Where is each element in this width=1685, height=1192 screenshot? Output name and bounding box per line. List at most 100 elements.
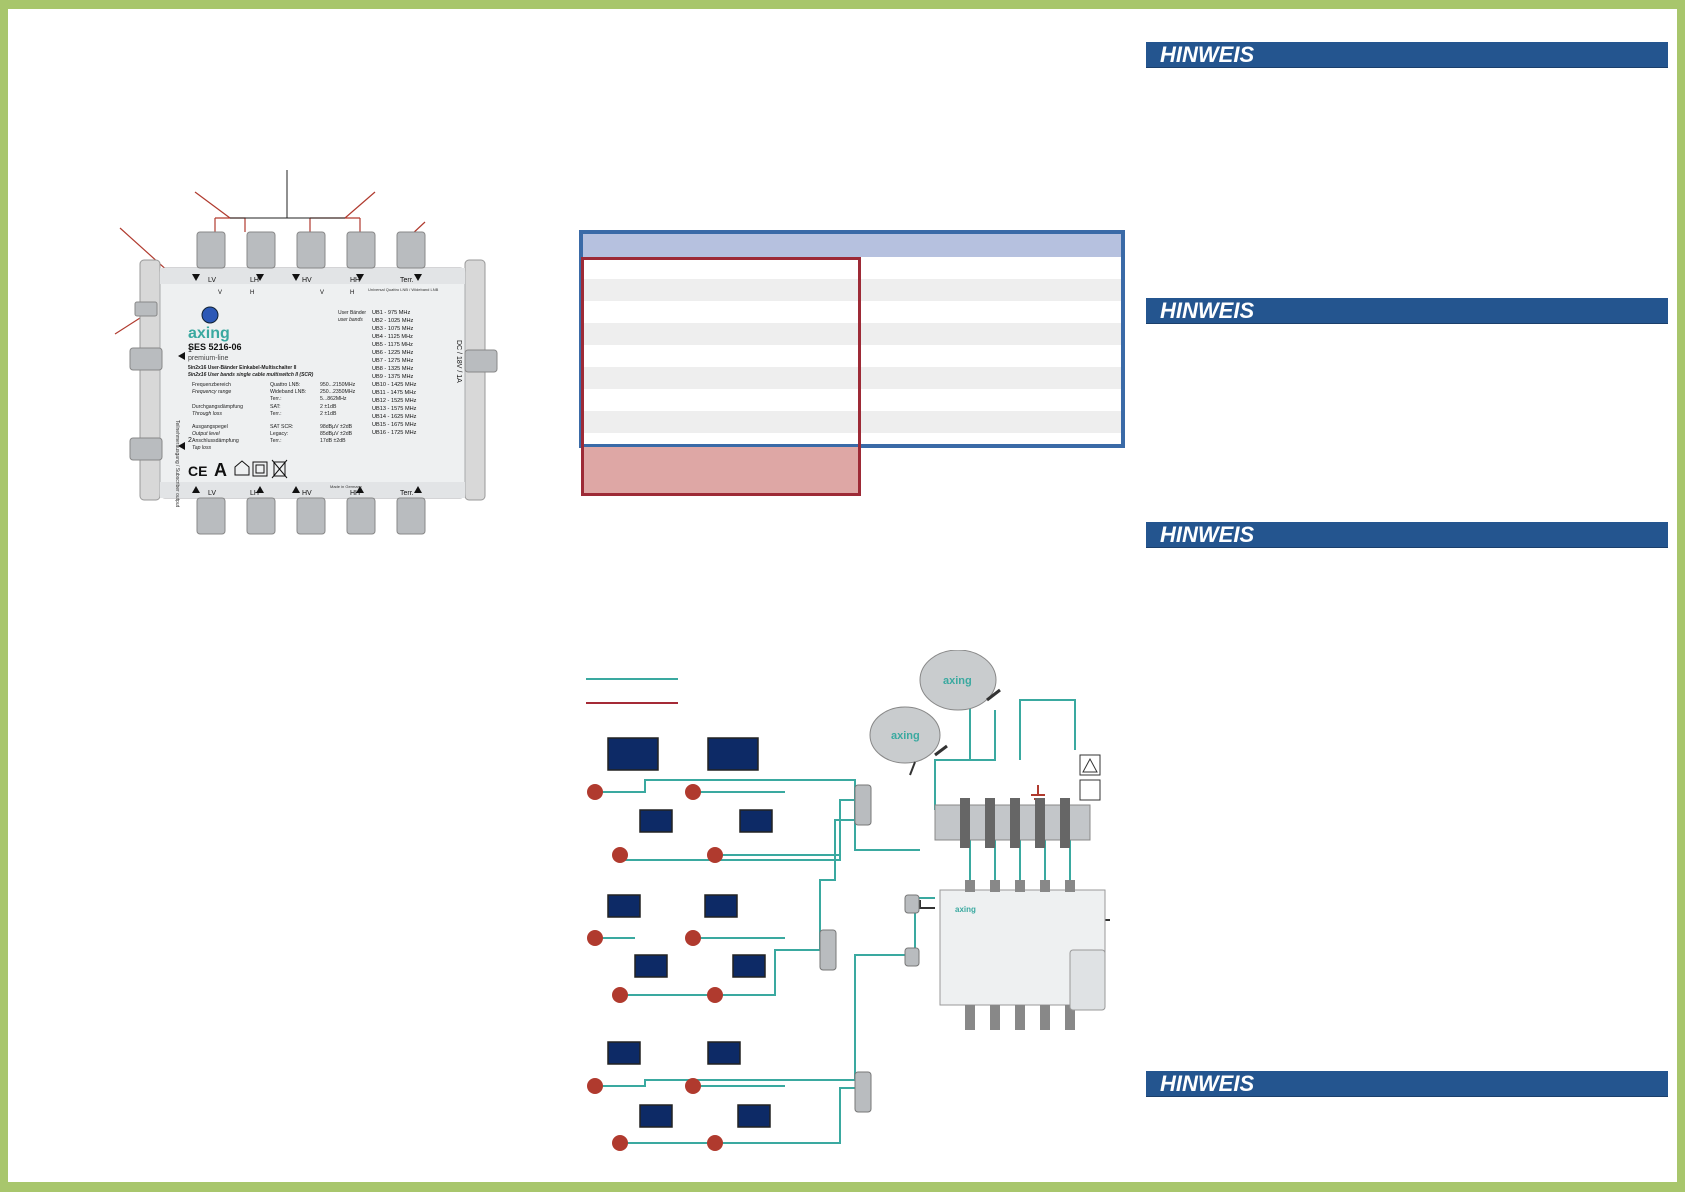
spec-loss-k1: SAT: <box>270 404 281 410</box>
splitter <box>854 784 872 826</box>
spec-freq-label: Frequenzbereich <box>192 382 231 388</box>
splitter <box>904 947 920 967</box>
output-label-lv: LV <box>208 490 216 497</box>
made-in-label: Made in Germany <box>330 484 362 489</box>
user-band-7: UB7 - 1275 MHz <box>372 358 414 364</box>
multiswitch-device-illustration: axing SES 5216-06 premium-line 5in2x16 U… <box>114 170 498 535</box>
notice-heading-1: HINWEIS <box>1146 42 1668 68</box>
table-header <box>583 234 1121 257</box>
ground-symbol-icon <box>1031 785 1045 800</box>
lnb-note: Universal Quattro LNB / Wideband LNB <box>368 287 439 292</box>
spec-loss-k2: Terr.: <box>270 411 282 417</box>
svg-text:axing: axing <box>955 905 976 914</box>
input-label-hh: HH <box>350 277 360 284</box>
indoor-use-icon <box>234 460 250 476</box>
user-band-15: UB15 - 1675 MHz <box>372 422 417 428</box>
spec-tap-v1: 17dB ±2dB <box>320 438 346 444</box>
spec-loss-label-en: Through loss <box>192 411 222 417</box>
spec-loss-label: Durchgangsdämpfung <box>192 404 243 410</box>
subscriber-output-label: Teilnehmerausgang / Subscriber output <box>174 420 180 508</box>
spec-level-label: Ausgangspegel <box>192 424 228 430</box>
output-label-hv: HV <box>302 490 312 497</box>
power-supply <box>1069 949 1106 1011</box>
specification-table <box>579 230 1125 448</box>
user-band-4: UB4 - 1125 MHz <box>372 334 413 340</box>
group-label-v2: V <box>320 290 324 296</box>
splitter <box>819 929 837 971</box>
output-number-1: 1 <box>188 347 192 354</box>
output-number-2: 2 <box>188 437 192 444</box>
user-band-12: UB12 - 1525 MHz <box>372 398 417 404</box>
output-label-lh: LH <box>250 490 259 497</box>
notice-heading-2: HINWEIS <box>1146 298 1668 324</box>
model-number: SES 5216-06 <box>188 342 242 352</box>
notice-heading-4: HINWEIS <box>1146 1071 1668 1097</box>
weee-bin-icon <box>271 459 288 479</box>
splitter <box>904 894 920 914</box>
svg-text:axing: axing <box>943 675 972 687</box>
splitter <box>854 1071 872 1113</box>
product-line: premium-line <box>188 355 229 362</box>
user-band-5: UB5 - 1175 MHz <box>372 342 413 348</box>
energy-class-icon: A <box>214 460 227 480</box>
table-row <box>583 411 1121 433</box>
title-de: 5in2x16 User-Bänder Einkabel-Multischalt… <box>188 365 297 371</box>
spec-level-label-en: Output level <box>192 431 221 437</box>
spec-loss-v1: 2 ±1dB <box>320 404 337 410</box>
group-label-v1: V <box>218 290 222 296</box>
table-row <box>583 323 1121 345</box>
group-label-h2: H <box>350 290 354 296</box>
tv-icon <box>607 737 773 1128</box>
highlight-fill <box>584 447 858 493</box>
legend-line-terr <box>586 702 678 704</box>
spec-freq-v1: 950...2150MHz <box>320 382 356 388</box>
output-label-hh: HH <box>350 490 360 497</box>
user-bands-label-en: user bands <box>338 317 363 323</box>
spec-loss-v2: 2 ±1dB <box>320 411 337 417</box>
user-band-9: UB9 - 1375 MHz <box>372 374 414 380</box>
spec-level-k1: SAT SCR: <box>270 424 293 430</box>
input-label-terr: Terr. <box>400 277 414 284</box>
user-band-8: UB8 - 1325 MHz <box>372 366 414 372</box>
user-band-14: UB14 - 1625 MHz <box>372 414 417 420</box>
input-label-lh: LH <box>250 277 259 284</box>
satellite-dish-icon: axing <box>919 650 1001 711</box>
spec-level-v2: 85dBµV ±2dB <box>320 431 353 437</box>
highlighted-column <box>581 257 861 496</box>
user-band-6: UB6 - 1225 MHz <box>372 350 414 356</box>
spec-freq-k2: Wideband LNB: <box>270 389 306 395</box>
spec-level-v1: 98dBµV ±2dB <box>320 424 353 430</box>
spec-freq-label-en: Frequency range <box>192 389 231 395</box>
spec-freq-v3: 5...862MHz <box>320 396 347 402</box>
brand-logo: axing <box>188 325 230 342</box>
ce-mark-icon: CE <box>188 463 207 479</box>
table-row <box>583 279 1121 301</box>
output-label-terr: Terr. <box>400 490 414 497</box>
spec-freq-k3: Terr.: <box>270 396 282 402</box>
spec-freq-v2: 250...2350MHz <box>320 389 356 395</box>
user-band-10: UB10 - 1425 MHz <box>372 382 417 388</box>
user-band-1: UB1 - 975 MHz <box>372 310 410 316</box>
user-band-2: UB2 - 1025 MHz <box>372 318 414 324</box>
svg-text:axing: axing <box>891 730 920 742</box>
group-label-h1: H <box>250 290 254 296</box>
user-band-16: UB16 - 1725 MHz <box>372 430 417 436</box>
class-ii-icon <box>252 461 268 477</box>
notice-heading-3: HINWEIS <box>1146 522 1668 548</box>
installation-diagram: axing axing axing <box>587 650 1110 1151</box>
terrestrial-antenna-icon <box>1079 754 1101 801</box>
spec-tap-label: Anschlussdämpfung <box>192 438 239 444</box>
title-en: 5in2x16 User bands single cable multiswi… <box>188 372 314 378</box>
user-band-3: UB3 - 1075 MHz <box>372 326 414 332</box>
wall-outlet-icon <box>587 784 723 1151</box>
input-label-hv: HV <box>302 277 312 284</box>
user-band-11: UB11 - 1475 MHz <box>372 390 416 396</box>
user-bands-label: User Bänder <box>338 310 366 316</box>
dc-label: DC / 18V / 1A <box>455 340 462 383</box>
spec-level-k2: Legacy: <box>270 431 288 437</box>
input-label-lv: LV <box>208 277 216 284</box>
spec-tap-label-en: Tap loss <box>192 445 212 451</box>
spec-freq-k1: Quattro LNB: <box>270 382 300 388</box>
spec-tap-k1: Terr.: <box>270 438 282 444</box>
legend-line-sat <box>586 678 678 680</box>
